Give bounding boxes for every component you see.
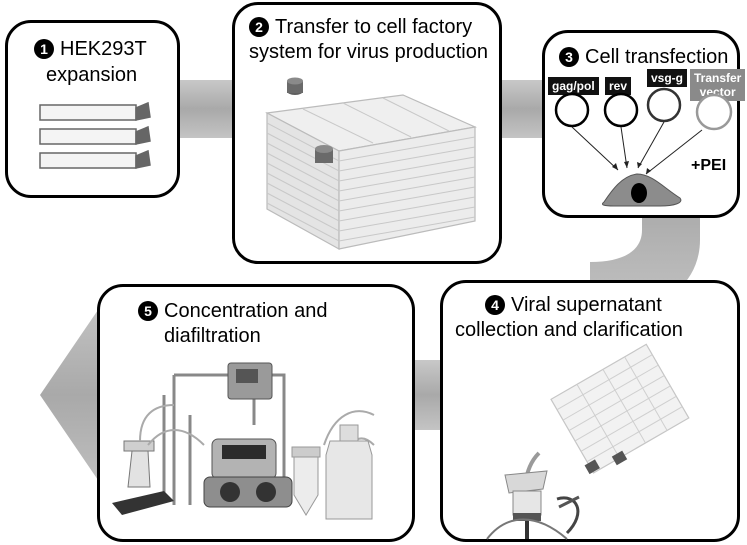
step-3-box: 3 Cell transfection gag/pol rev vsg-g Tra…: [542, 30, 746, 218]
clarification-illustration: [486, 343, 690, 540]
step-3-number-badge: 3: [559, 47, 579, 67]
plasmid-label-rev: rev: [605, 77, 632, 95]
step-2-title-line-2: system for virus production: [249, 41, 488, 63]
transfection-illustration: [554, 87, 733, 207]
step-2-title-line-1: Transfer to cell factory: [275, 16, 473, 38]
step-1-number-badge: 1: [34, 39, 54, 59]
step-2-box: 2 Transfer to cell factory system for vir…: [232, 2, 502, 264]
step-5-title: 5 Concentration and: [138, 299, 327, 323]
step-4-number-badge: 4: [485, 295, 505, 315]
step-4-title-line-1: Viral supernatant: [511, 294, 662, 316]
step-4-title-line-2: collection and clarification: [455, 319, 683, 341]
step-5-title-line-2: diafiltration: [164, 325, 261, 347]
plasmid-circle-transfer-vector: [695, 93, 733, 131]
step-4-box: 4 Viral supernatant collection and clarif…: [440, 280, 740, 542]
step-1-title-line-1: HEK293T: [60, 38, 147, 60]
cell-factory-illustration: [265, 77, 478, 251]
step-3-title-line-1: Cell transfection: [585, 46, 729, 68]
step-3-title: 3 Cell transfection: [559, 45, 728, 69]
step-1-box: 1 HEK293T expansion: [5, 20, 180, 198]
plasmid-label-vsg-g: vsg-g: [647, 69, 688, 87]
step-1-title: 1 HEK293T: [34, 37, 147, 61]
step-4-title: 4 Viral supernatant: [485, 293, 662, 317]
step-2-title: 2 Transfer to cell factory: [249, 15, 472, 39]
plasmid-label-gag-pol: gag/pol: [548, 77, 599, 95]
plasmid-label-transfer-vector: Transfer vector: [690, 69, 746, 101]
pei-reagent-label: +PEI: [691, 157, 727, 174]
step-2-number-badge: 2: [249, 17, 269, 37]
cell-nucleus: [631, 183, 647, 203]
tff-system-illustration: [112, 362, 375, 520]
plasmid-circle-rev: [603, 92, 639, 128]
plasmid-circle-gag-pol: [554, 92, 590, 128]
culture-flasks-illustration: [39, 101, 151, 169]
step-5-number-badge: 5: [138, 301, 158, 321]
step-5-title-line-1: Concentration and: [164, 300, 328, 322]
transfer-vector-line-1: Transfer: [694, 71, 742, 85]
step-1-title-line-2: expansion: [46, 64, 138, 86]
plasmid-circle-vsg-g: [646, 87, 682, 123]
step-5-box: 5 Concentration and diafiltration: [97, 284, 415, 542]
